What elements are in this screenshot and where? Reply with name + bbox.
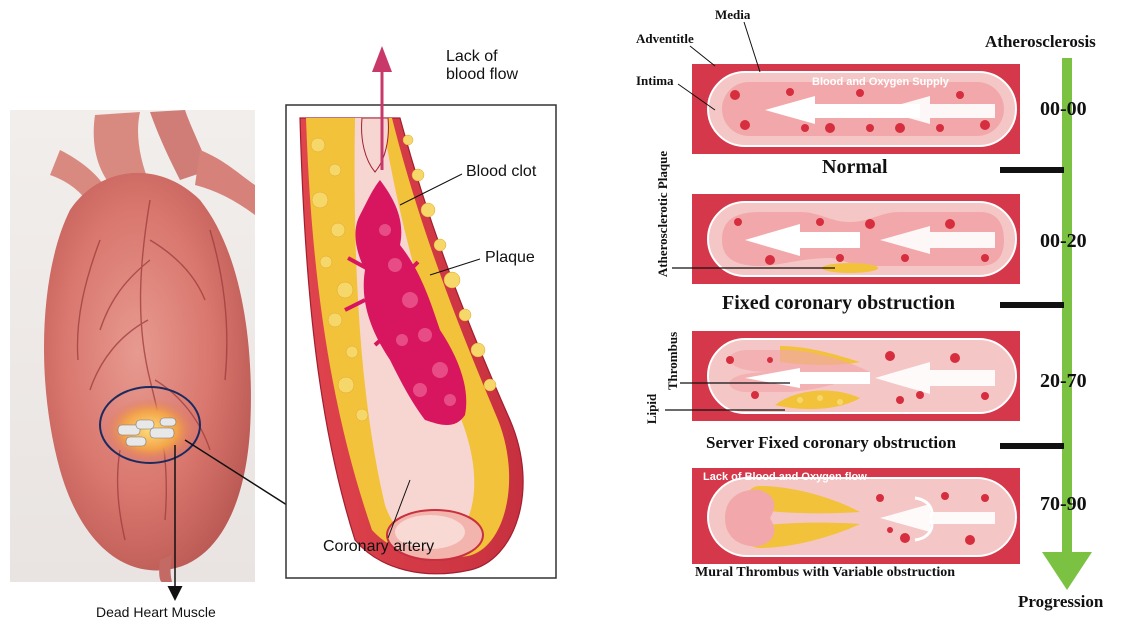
dead-heart-muscle-label: Dead Heart Muscle (96, 604, 216, 620)
vessel-stage-3 (692, 331, 1020, 421)
progression-arrowhead (1042, 552, 1092, 590)
vessel-stage-2 (692, 194, 1020, 284)
heart-illustration (10, 110, 255, 582)
stage-4-range: 70-90 (1040, 493, 1087, 516)
stage-3-caption: Server Fixed coronary obstruction (706, 433, 956, 453)
stage-4-caption: Mural Thrombus with Variable obstruction (695, 565, 955, 581)
stage-2-caption: Fixed coronary obstruction (722, 292, 955, 315)
thrombus-label: Thrombus (665, 332, 681, 390)
lack-of-label-line2: blood flow (446, 66, 518, 84)
lack-of-label-line1: Lack of (446, 48, 498, 66)
stage-tick-2 (1000, 302, 1064, 308)
stage-4-banner: Lack of Blood and Oxygen flow (703, 471, 867, 483)
stage-tick-1 (1000, 167, 1064, 173)
lack-flow-arrowhead (372, 46, 392, 72)
adventitle-label: Adventitle (636, 31, 694, 47)
adventitle-leader (690, 46, 715, 66)
stage-2-range: 00-20 (1040, 230, 1087, 253)
stage-3-range: 20-70 (1040, 370, 1087, 393)
coronary-artery-label: Coronary artery (323, 538, 434, 556)
stage-tick-3 (1000, 443, 1064, 449)
media-label: Media (715, 7, 750, 23)
plaque-label: Plaque (485, 249, 535, 267)
blood-clot-label: Blood clot (466, 163, 536, 181)
atherosclerotic-plaque-label: Atherosclerotic Plaque (655, 151, 671, 277)
stage-1-caption: Normal (822, 156, 888, 179)
stage-1-banner: Blood and Oxygen Supply (812, 76, 949, 88)
intima-label: Intima (636, 73, 674, 89)
lipid-label: Lipid (644, 394, 660, 424)
progression-label: Progression (1018, 592, 1103, 612)
atherosclerosis-label: Atherosclerosis (985, 32, 1096, 52)
stage-1-range: 00-00 (1040, 98, 1087, 121)
